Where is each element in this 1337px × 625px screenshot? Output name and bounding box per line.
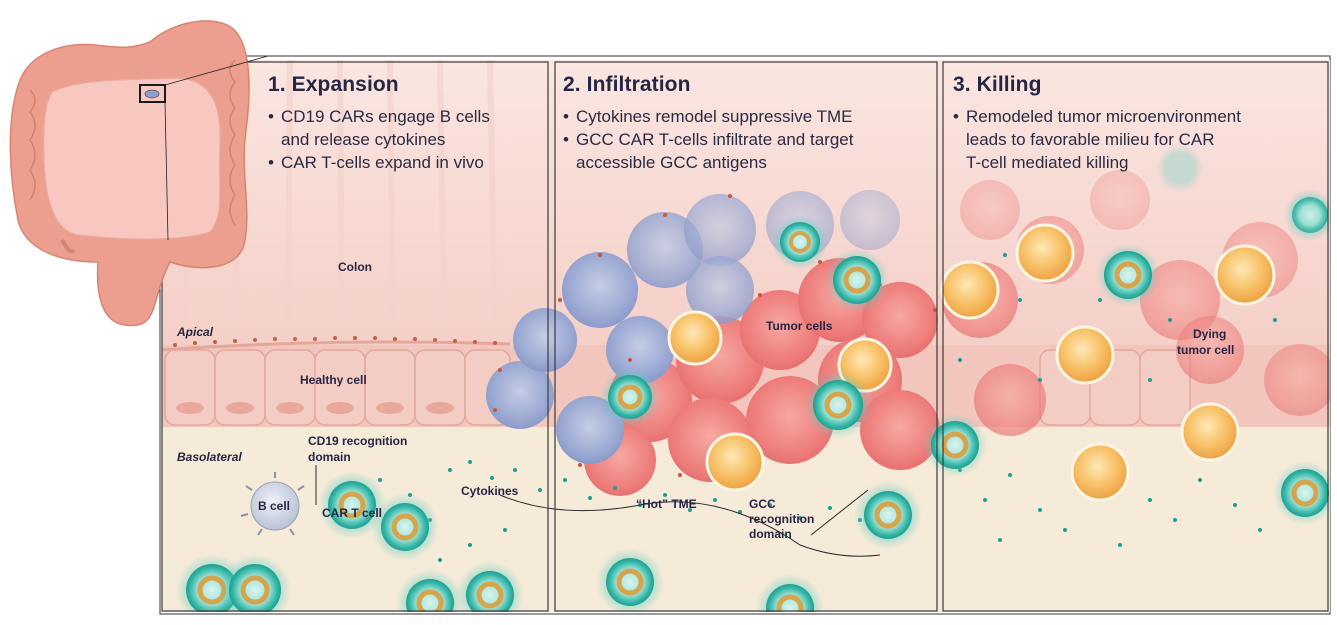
panel-2-header: 2. Infiltration Cytokines remodel suppre…	[563, 73, 853, 174]
label-basolateral: Basolateral	[177, 450, 242, 464]
label-cytokines: Cytokines	[461, 484, 519, 498]
car-t-cell	[371, 493, 439, 561]
panel-expansion	[161, 61, 549, 612]
car-t-cell	[1096, 243, 1160, 307]
panel-3-header: 3. Killing Remodeled tumor microenvironm…	[953, 73, 1241, 174]
panel-3-title: 3. Killing	[953, 73, 1042, 96]
colon-folds	[29, 59, 236, 226]
car-t-cells	[176, 144, 1330, 612]
panel-1-bullet-1: CD19 CARs engage B cells	[268, 105, 490, 128]
zoom-box	[139, 84, 166, 103]
car-t-cell	[596, 548, 664, 612]
panel-2-bullet-2: GCC CAR T-cells infiltrate and target	[563, 128, 853, 151]
label-b-cell: B cell	[258, 499, 291, 513]
microvilli	[173, 336, 497, 347]
panel-infiltration	[554, 61, 938, 612]
car-t-cell	[1284, 189, 1330, 241]
car-t-cell	[600, 367, 660, 427]
colon-illustration	[9, 20, 269, 327]
panel-1-bullet-2: CAR T-cells expand in vivo	[268, 151, 490, 174]
b-cell	[240, 472, 305, 536]
label-hot-tme: “Hot” TME	[636, 497, 697, 511]
car-t-cell	[825, 248, 889, 312]
suppressive-cells	[486, 190, 900, 464]
panel-2-title: 2. Infiltration	[563, 73, 691, 96]
label-apical: Apical	[177, 325, 214, 339]
zoom-line-bottom	[164, 101, 169, 241]
car-t-cell	[456, 561, 524, 612]
car-t-cell	[219, 554, 291, 612]
label-tumor-cells: Tumor cells	[766, 319, 833, 333]
panel-1-bullet-1-cont: and release cytokines	[281, 130, 446, 149]
label-car-t-cell: CAR T cell	[322, 506, 383, 520]
label-cd19-domain-1: CD19 recognition	[308, 434, 408, 448]
panel-2-bullet-1: Cytokines remodel suppressive TME	[563, 105, 853, 128]
panel-killing	[942, 61, 1329, 612]
car-t-cell	[923, 413, 987, 477]
car-t-cell	[1156, 144, 1204, 192]
dying-tumor-cells	[667, 223, 1276, 502]
label-gcc-domain-2: recognition	[749, 512, 815, 526]
apical-membrane	[162, 340, 511, 352]
car-t-cell	[1273, 461, 1330, 525]
car-t-cell	[804, 371, 872, 439]
appendix	[60, 239, 76, 254]
panel-3-bullet-1-cont: leads to favorable milieu for CAR	[966, 130, 1215, 149]
panel-1-header: 1. Expansion CD19 CARs engage B cells an…	[268, 73, 490, 174]
label-gcc-domain-1: GCC	[749, 497, 776, 511]
car-t-cell	[396, 569, 464, 612]
label-healthy-cell: Healthy cell	[300, 373, 367, 387]
colon-interior	[43, 77, 221, 240]
panel-3-bullet-1: Remodeled tumor microenvironment	[953, 105, 1241, 128]
callout-lines	[315, 465, 881, 557]
car-t-cell	[756, 574, 824, 612]
car-t-cell	[318, 471, 386, 539]
panel-1-title: 1. Expansion	[268, 73, 399, 96]
label-colon: Colon	[338, 260, 372, 274]
panel-2-bullet-2-cont: accessible GCC antigens	[576, 153, 767, 172]
car-t-cell	[772, 214, 828, 270]
zoom-line-top	[164, 55, 269, 86]
label-dying-2: tumor cell	[1177, 343, 1235, 357]
car-t-cell	[854, 481, 922, 549]
label-dying-1: Dying	[1193, 327, 1227, 341]
label-gcc-domain-3: domain	[749, 527, 792, 541]
panel-3-bullet-1-cont2: T-cell mediated killing	[966, 153, 1129, 172]
label-cd19-domain-2: domain	[308, 450, 351, 464]
nuclei	[176, 402, 454, 414]
